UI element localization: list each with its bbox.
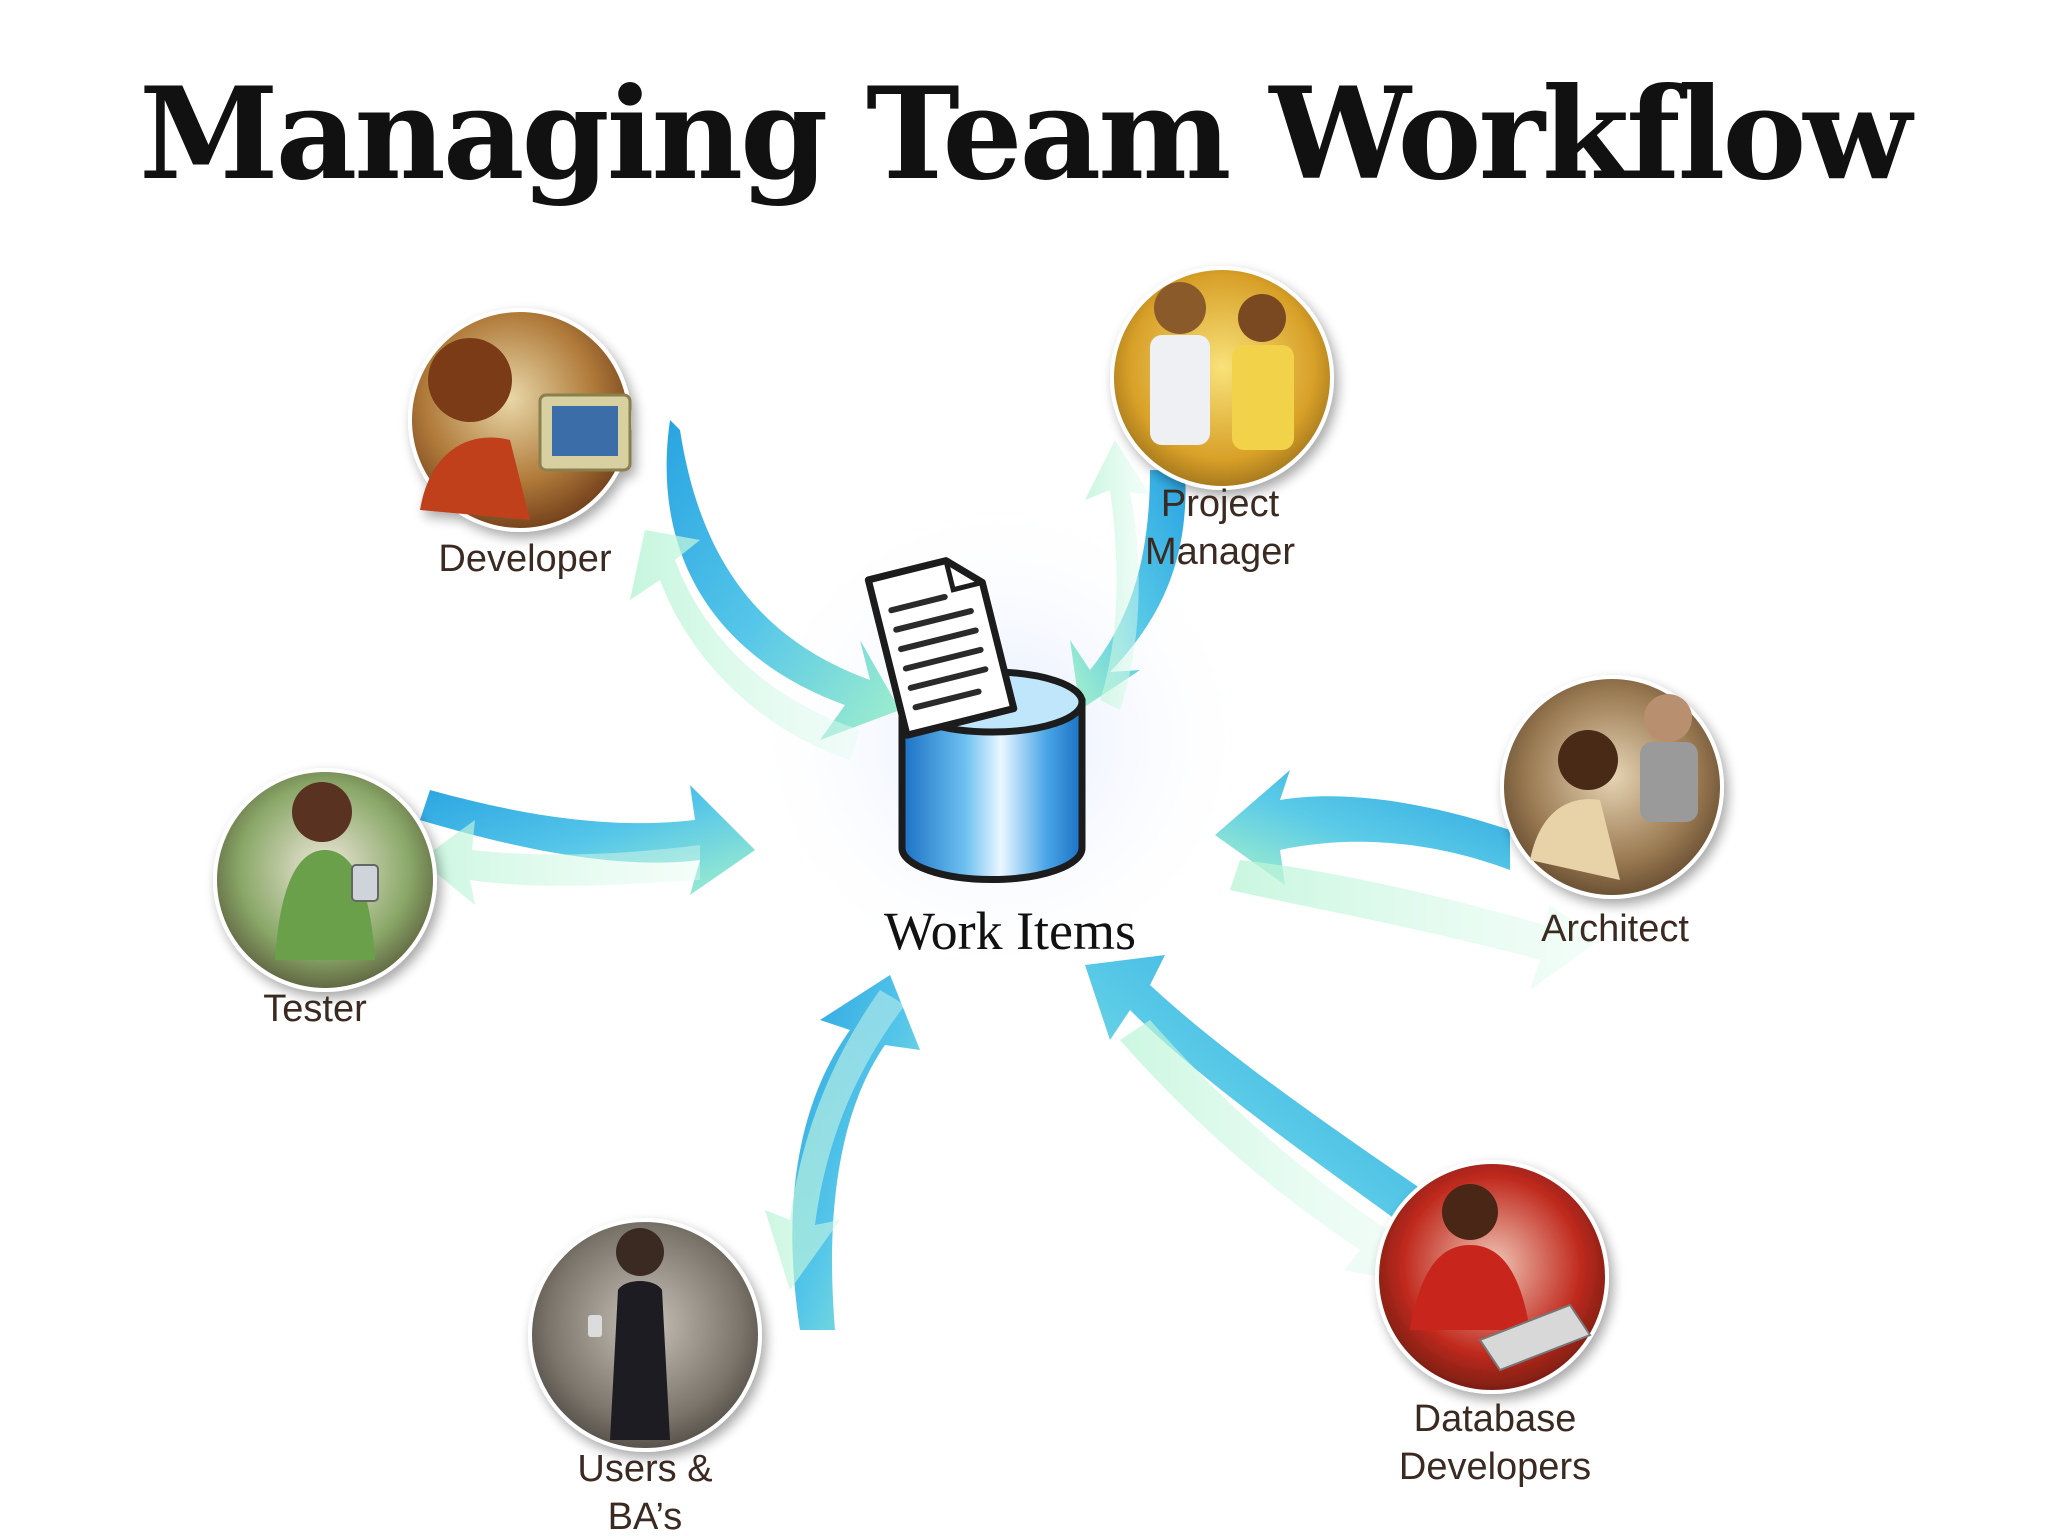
role-label-architect: Architect: [1500, 905, 1730, 953]
role-label-tester: Tester: [200, 985, 430, 1033]
document-icon: [864, 557, 1018, 739]
tester-body-icon: [275, 850, 375, 960]
project-manager-head-icon: [1154, 282, 1206, 334]
arrow-developer-out: [630, 530, 860, 760]
role-label-line: Manager: [1145, 531, 1295, 573]
role-label-users-bas: Users & BA’s: [530, 1445, 760, 1536]
role-label-line: Users &: [577, 1448, 713, 1490]
users-phone-icon: [588, 1315, 602, 1337]
document-fold: [943, 559, 983, 593]
arrow-database-out: [1120, 1020, 1420, 1285]
developer-photo: [408, 308, 632, 532]
developer-head-icon: [428, 338, 512, 422]
role-label-developer: Developer: [410, 535, 640, 583]
arrow-project-manager-in: [1070, 470, 1186, 710]
tester-head-icon: [292, 782, 352, 842]
laptop-icon: [1478, 1303, 1592, 1372]
role-label-database-developers: Database Developers: [1370, 1395, 1620, 1491]
arrow-database-in: [1085, 955, 1430, 1230]
colleague-head-icon-2: [1644, 694, 1692, 742]
arrow-tester-in: [420, 785, 755, 895]
users-body-icon: [610, 1281, 670, 1440]
architect-body-icon: [1530, 799, 1620, 880]
architect-photo: [1500, 675, 1724, 899]
role-label-line: Developers: [1398, 1446, 1592, 1488]
arrow-users-out: [765, 990, 905, 1290]
database-developer-photo: [1375, 1160, 1609, 1394]
arrow-project-manager-out: [1085, 440, 1150, 710]
database-developer-head-icon: [1442, 1184, 1498, 1240]
database-developer-body-icon: [1410, 1245, 1530, 1330]
colleague-head-icon: [1238, 294, 1286, 342]
database-document-icon: [864, 557, 1086, 883]
developer-body-icon: [420, 437, 530, 520]
cylinder-body: [898, 698, 1086, 883]
developer-screen: [552, 406, 618, 456]
project-manager-photo-circle: [1110, 266, 1334, 490]
arrow-tester-out: [420, 820, 700, 905]
role-label-line: Tester: [263, 988, 367, 1030]
role-label-line: Database: [1413, 1398, 1577, 1440]
users-photo: [528, 1218, 762, 1452]
arrow-architect-out: [1230, 860, 1600, 990]
arrow-developer-in: [666, 420, 900, 740]
project-manager-body-icon: [1150, 335, 1210, 445]
project-manager-photo: [1110, 266, 1334, 490]
role-label-line: Project: [1160, 483, 1280, 525]
colleague-body-icon-2: [1640, 742, 1698, 822]
tester-photo: [213, 768, 437, 992]
work-items-label: Work Items: [883, 901, 1137, 961]
role-label-project-manager: Project Manager: [1105, 480, 1335, 576]
arrow-architect-in: [1215, 770, 1510, 885]
architect-head-icon: [1558, 730, 1618, 790]
role-label-line: Developer: [438, 538, 612, 580]
users-head-icon: [616, 1228, 664, 1276]
tester-device-icon: [351, 864, 379, 902]
document-lines: [888, 593, 989, 711]
role-label-line: BA’s: [607, 1496, 683, 1536]
role-label-line: Architect: [1541, 908, 1689, 950]
slide-title: Managing Team Workflow: [139, 60, 1912, 208]
colleague-body-icon: [1232, 345, 1294, 450]
